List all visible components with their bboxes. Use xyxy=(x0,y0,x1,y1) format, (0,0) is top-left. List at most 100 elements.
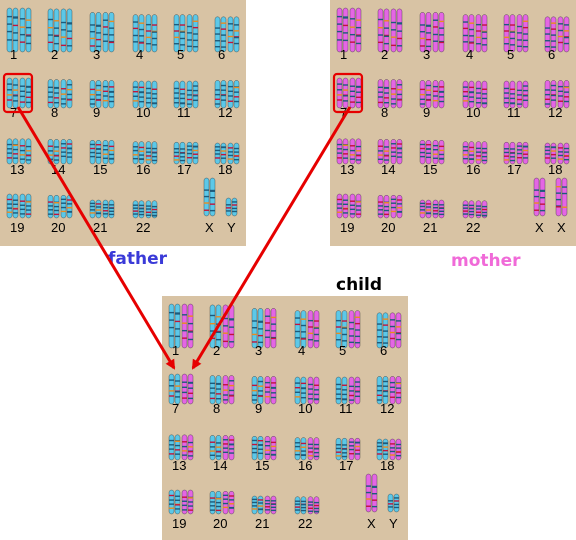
chromosome-band xyxy=(396,387,401,389)
chromosome-band xyxy=(174,30,179,32)
chromosome-band xyxy=(7,157,12,159)
chromosome-band xyxy=(234,24,239,26)
chromosome-band xyxy=(252,447,257,450)
chromosome-pair-6 xyxy=(376,312,402,349)
chromosome-band xyxy=(517,103,522,105)
chromosome-band xyxy=(336,393,341,395)
chromosome xyxy=(349,138,356,165)
chromosome-number-16: 16 xyxy=(466,162,480,177)
chromosome-band xyxy=(139,28,144,31)
chromosome-band xyxy=(420,24,425,26)
chromosome-band xyxy=(139,158,144,161)
chromosome-band xyxy=(349,448,354,451)
chromosome-band xyxy=(174,23,179,26)
chromosome-band xyxy=(426,32,431,34)
chromosome-band xyxy=(271,454,276,456)
chromosome-band xyxy=(558,35,563,38)
chromosome-band xyxy=(188,497,193,499)
chromosome-pair-14 xyxy=(377,139,403,165)
chromosome-band xyxy=(372,493,377,495)
chromosome-band xyxy=(420,209,425,211)
chromosome-band xyxy=(523,46,528,48)
chromosome-band xyxy=(26,159,31,161)
chromosome-band xyxy=(396,320,401,322)
chromosome xyxy=(108,199,115,219)
chromosome-band xyxy=(48,209,53,211)
chromosome-band xyxy=(13,39,18,42)
chromosome-pair-15 xyxy=(89,139,115,165)
chromosome-band xyxy=(54,213,59,216)
chromosome-band xyxy=(308,504,313,506)
chromosome-band xyxy=(133,27,138,30)
chromosome xyxy=(349,7,356,53)
chromosome-band xyxy=(67,203,72,205)
chromosome-band xyxy=(61,147,66,149)
chromosome-band xyxy=(336,444,341,446)
chromosome-band xyxy=(234,158,239,161)
chromosome-band xyxy=(545,46,550,48)
chromosome-band xyxy=(228,147,233,149)
chromosome-band xyxy=(295,317,300,319)
chromosome-band xyxy=(301,509,306,512)
chromosome-band xyxy=(175,396,180,398)
chromosome-band xyxy=(463,213,468,215)
chromosome-band xyxy=(210,446,215,448)
chromosome xyxy=(192,141,199,165)
y-chromosome xyxy=(225,197,232,217)
chromosome-band xyxy=(229,507,234,509)
chromosome-band xyxy=(215,89,220,91)
chromosome-band xyxy=(204,209,209,211)
chromosome-band xyxy=(482,30,487,33)
chromosome-band xyxy=(187,103,192,105)
chromosome-band xyxy=(350,154,355,156)
chromosome-band xyxy=(271,330,276,332)
chromosome-band xyxy=(174,151,179,154)
chromosome-band xyxy=(426,38,431,41)
chromosome-band xyxy=(295,323,300,326)
chromosome-band xyxy=(337,39,342,41)
sex-chromosomes xyxy=(533,177,568,217)
chromosome-band xyxy=(210,397,215,400)
chromosome xyxy=(6,77,13,109)
chromosome-band xyxy=(343,148,348,151)
chromosome-band xyxy=(355,342,360,344)
chromosome-band xyxy=(90,37,95,40)
chromosome-pair-7 xyxy=(6,77,32,109)
chromosome-band xyxy=(223,332,228,334)
chromosome-band xyxy=(169,326,174,329)
chromosome-band xyxy=(169,379,174,381)
chromosome-pair-5 xyxy=(173,14,199,53)
chromosome-pair-8 xyxy=(209,375,235,405)
chromosome-band xyxy=(175,313,180,315)
chromosome xyxy=(12,138,19,165)
chromosome-band xyxy=(54,202,59,204)
chromosome-band xyxy=(174,43,179,45)
chromosome-band xyxy=(350,158,355,160)
chromosome-band xyxy=(182,397,187,399)
chromosome-band xyxy=(109,145,114,148)
chromosome-band xyxy=(476,151,481,153)
chromosome-band xyxy=(103,19,108,21)
chromosome-band xyxy=(67,23,72,25)
chromosome-band xyxy=(26,42,31,45)
chromosome-band xyxy=(356,205,361,207)
sex-chromosomes xyxy=(203,177,238,217)
chromosome xyxy=(342,193,349,219)
chromosome-band xyxy=(7,211,12,213)
chromosome-band xyxy=(252,501,257,504)
chromosome-band xyxy=(229,503,234,505)
chromosome-band xyxy=(152,30,157,33)
chromosome-number-3: 3 xyxy=(255,343,262,358)
chromosome-band xyxy=(7,99,12,101)
chromosome-band xyxy=(175,453,180,455)
chromosome xyxy=(6,138,13,165)
y-chromosome xyxy=(231,197,238,217)
chromosome-band xyxy=(426,148,431,150)
chromosome-band xyxy=(378,96,383,98)
chromosome-band xyxy=(390,396,395,398)
chromosome xyxy=(270,308,277,349)
chromosome-band xyxy=(232,210,237,213)
chromosome-pair-10 xyxy=(294,376,320,405)
chromosome xyxy=(432,80,439,109)
